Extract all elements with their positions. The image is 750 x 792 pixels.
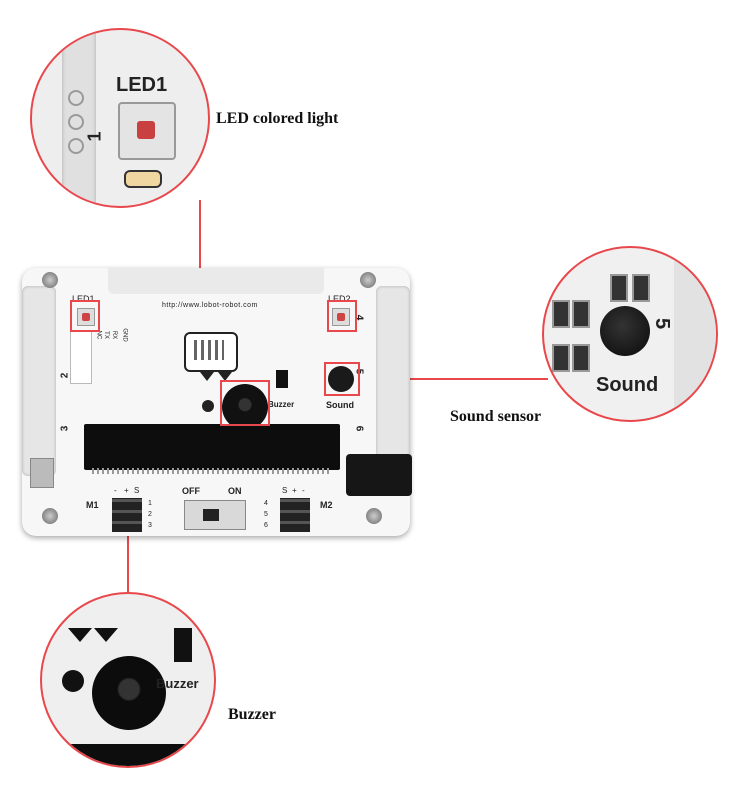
switch-off-label: OFF	[182, 486, 200, 496]
dc-jack	[346, 454, 412, 496]
buzzer-component	[222, 384, 268, 430]
pin-icon	[68, 138, 84, 154]
led1-label: LED1	[72, 294, 95, 304]
m1-label: M1	[86, 500, 99, 510]
zoom-microphone	[600, 306, 650, 356]
zoom-edge-slot	[42, 744, 214, 766]
arrow-down-icon	[94, 628, 118, 642]
sound-zoom-circle: 5 Sound	[542, 246, 718, 422]
edge-connector-pins	[92, 468, 332, 474]
right-header-plus: +	[292, 486, 297, 495]
buzzer-highlight	[220, 380, 270, 426]
uart-pin-gnd: GND	[121, 328, 128, 342]
zoom-rail	[674, 248, 716, 420]
zoom-led1-label: LED1	[116, 74, 168, 96]
led-callout-label: LED colored light	[216, 110, 339, 127]
zoom-smd-component	[610, 274, 628, 302]
right-row-5: 5	[264, 511, 268, 518]
uart-pin-tx: TX	[102, 331, 109, 339]
zoom-smd-component	[632, 274, 650, 302]
zoom-buzzer	[92, 656, 166, 730]
usb-port	[30, 458, 54, 488]
zoom-smd-component	[552, 344, 570, 372]
microbit-logo-icon	[184, 332, 238, 372]
led2-label: LED2	[328, 294, 351, 304]
arrow-down-icon	[68, 628, 92, 642]
hole	[202, 400, 214, 412]
uart-pin-rx: RX	[111, 330, 118, 340]
zoom-smd-component	[552, 300, 570, 328]
port-6-label: 6	[353, 425, 365, 432]
switch-on-label: ON	[228, 486, 242, 496]
left-row-1: 1	[148, 500, 152, 507]
pin-icon	[68, 90, 84, 106]
zoom-led1-num: 1	[84, 131, 105, 142]
right-row-4: 4	[264, 500, 268, 507]
left-row-2: 2	[148, 511, 152, 518]
sound-board-label: Sound	[326, 400, 354, 410]
right-row-6: 6	[264, 522, 268, 529]
edge-connector-slot	[84, 424, 340, 470]
left-pin-header	[112, 498, 142, 532]
right-header-s: S	[282, 486, 288, 495]
sound-callout-label: Sound sensor	[450, 408, 542, 425]
connector-sound	[358, 378, 548, 380]
microphone-component	[328, 366, 354, 392]
arrow-down-icon	[218, 372, 232, 381]
screw-icon	[42, 508, 58, 524]
zoom-sound-label: Sound	[596, 374, 659, 396]
buzzer-callout-label: Buzzer	[228, 706, 276, 723]
port-3-label: 3	[59, 425, 71, 432]
zoom-smd-component	[572, 344, 590, 372]
left-row-3: 3	[148, 522, 152, 529]
controller-board: http://www.lobot-robot.com LED1 LED2 Buz…	[22, 268, 412, 536]
board-url: http://www.lobot-robot.com	[162, 302, 258, 309]
led2-highlight	[327, 300, 357, 332]
pin-icon	[68, 114, 84, 130]
right-header-minus: -	[302, 486, 305, 495]
zoom-resistor	[124, 170, 162, 188]
arrow-down-icon	[200, 372, 214, 381]
screw-icon	[360, 272, 376, 288]
zoom-ic-chip	[174, 628, 192, 662]
led2-chip	[332, 308, 350, 326]
power-switch[interactable]	[184, 500, 246, 530]
led-zoom-circle: LED1 1	[30, 28, 210, 208]
zoom-smd-component	[572, 300, 590, 328]
zoom-port-5: 5	[651, 317, 674, 330]
zoom-hole	[62, 670, 84, 692]
right-rail	[376, 286, 410, 476]
uart-connector	[70, 330, 92, 384]
screw-icon	[366, 508, 382, 524]
zoom-buzzer-label: Buzzer	[156, 676, 199, 691]
zoom-led-chip	[118, 102, 176, 160]
right-pin-header	[280, 498, 310, 532]
left-header-plus: +	[124, 486, 129, 495]
top-rail	[108, 268, 324, 294]
port-2-label: 2	[59, 372, 71, 379]
left-rail	[22, 286, 56, 476]
led1-highlight	[70, 300, 100, 332]
buzzer-board-label: Buzzer	[268, 400, 295, 409]
screw-icon	[42, 272, 58, 288]
m2-label: M2	[320, 500, 333, 510]
buzzer-zoom-circle: Buzzer	[40, 592, 216, 768]
sound-highlight	[324, 362, 360, 396]
led1-chip	[77, 308, 95, 326]
left-header-s: S	[134, 486, 140, 495]
connector-led-vertical	[199, 200, 201, 277]
left-header-minus: -	[114, 486, 117, 495]
ic-chip	[276, 370, 288, 388]
